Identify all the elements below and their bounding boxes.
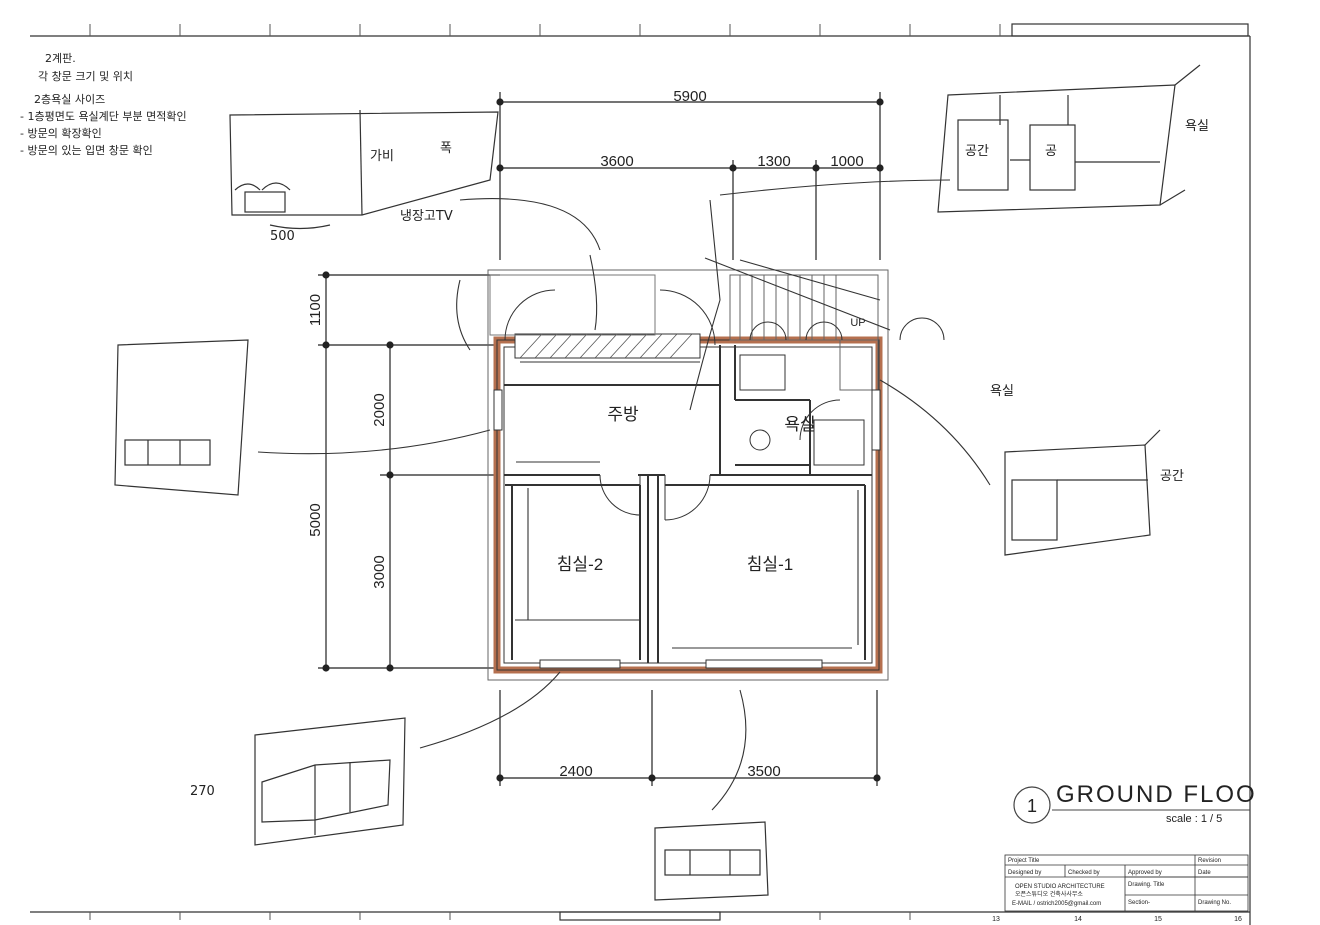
sketch-top-right xyxy=(937,64,1201,213)
dim-left-seg-2: 3000 xyxy=(371,555,388,588)
room-kitchen: 주방 xyxy=(607,405,639,424)
dim-top-seg-3: 1000 xyxy=(830,153,863,170)
review-notes: 2계판. 각 창문 크기 및 위치 2층욕실 사이즈 - 1층평면도 욕실계단 … xyxy=(20,52,187,157)
stair-up-label: UP xyxy=(850,317,865,329)
pen-markups xyxy=(257,179,991,811)
sketch-top-right-label-c: 욕실 xyxy=(1185,119,1209,134)
drawing-number: 1 xyxy=(1027,796,1037,816)
sketch-top-right-label-b: 공 xyxy=(1045,144,1057,159)
dim-top-total: 5900 xyxy=(673,88,706,105)
room-bedroom-2: 침실-2 xyxy=(557,555,603,574)
sketch-right-mid-label-b: 공간 xyxy=(1160,469,1184,484)
tb-project-title: Project Title xyxy=(1008,858,1040,864)
sketch-bottom-center xyxy=(654,821,769,901)
sketch-plan-mark: 냉장고TV xyxy=(400,209,453,224)
dim-left-seg-1: 2000 xyxy=(371,393,388,426)
left-dimension-lines xyxy=(318,271,500,672)
room-bedroom-1: 침실-1 xyxy=(747,555,793,574)
sketch-bottom-left-dim: 270 xyxy=(190,784,215,799)
border-number-16: 16 xyxy=(1234,916,1242,923)
tb-office-en: OPEN STUDIO ARCHITECTURE xyxy=(1015,884,1105,890)
sketch-top-left-label-b: 폭 xyxy=(440,141,452,156)
top-dimension-lines xyxy=(496,92,884,260)
notes-line-1: 각 창문 크기 및 위치 xyxy=(38,70,133,83)
sketch-right-mid-label-a: 욕실 xyxy=(990,384,1014,399)
sketch-top-left-dim: 500 xyxy=(270,229,295,244)
bottom-dimension-lines xyxy=(496,690,881,786)
tb-office-ko: 오픈스튜디오 건축사사무소 xyxy=(1015,890,1083,898)
tb-drawing-no: Drawing No. xyxy=(1198,900,1231,906)
sketch-bottom-left xyxy=(254,717,406,846)
sketch-right-mid xyxy=(1004,429,1161,556)
border-number-15: 15 xyxy=(1154,916,1162,923)
tb-section: Section- xyxy=(1128,900,1150,906)
border-number-13: 13 xyxy=(992,916,1000,923)
tb-drawing-title: Drawing. Title xyxy=(1128,882,1165,888)
tb-date: Date xyxy=(1198,870,1211,876)
dim-top-seg-1: 3600 xyxy=(600,153,633,170)
sketch-top-left xyxy=(229,109,499,230)
drawing-title: 1 GROUND FLOO scale : 1 / 5 xyxy=(1013,781,1257,825)
tb-designed-by: Designed by xyxy=(1008,870,1041,876)
notes-title: 2계판. xyxy=(45,52,76,65)
dim-left-total: 5000 xyxy=(307,503,324,536)
notes-line-5: - 방문의 있는 입면 창문 확인 xyxy=(20,144,153,157)
drawing-scale: scale : 1 / 5 xyxy=(1166,813,1222,825)
border-number-14: 14 xyxy=(1074,916,1082,923)
room-bathroom: 욕실 xyxy=(784,415,815,434)
dim-top-seg-2: 1300 xyxy=(757,153,790,170)
notes-line-2: 2층욕실 사이즈 xyxy=(34,93,105,106)
floor-plan xyxy=(487,269,945,681)
notes-line-3: - 1층평면도 욕실계단 부분 면적확인 xyxy=(20,110,187,123)
tb-revision: Revision xyxy=(1198,858,1221,864)
sketch-left xyxy=(114,339,249,496)
tb-email: E-MAIL / ostrich2005@gmail.com xyxy=(1012,901,1101,907)
sketch-top-right-label-a: 공간 xyxy=(965,144,989,159)
drawing-title-text: GROUND FLOO xyxy=(1056,781,1257,808)
sketch-top-left-label-a: 가비 xyxy=(370,149,394,164)
dim-bottom-seg-2: 3500 xyxy=(747,763,780,780)
dim-left-upper: 1100 xyxy=(307,294,324,326)
title-block xyxy=(1004,854,1249,912)
dim-bottom-seg-1: 2400 xyxy=(559,763,592,780)
notes-line-4: - 방문의 확장확인 xyxy=(20,127,102,140)
tb-checked-by: Checked by xyxy=(1068,870,1100,876)
frame-ticks xyxy=(89,24,1001,920)
tb-approved-by: Approved by xyxy=(1128,870,1162,876)
